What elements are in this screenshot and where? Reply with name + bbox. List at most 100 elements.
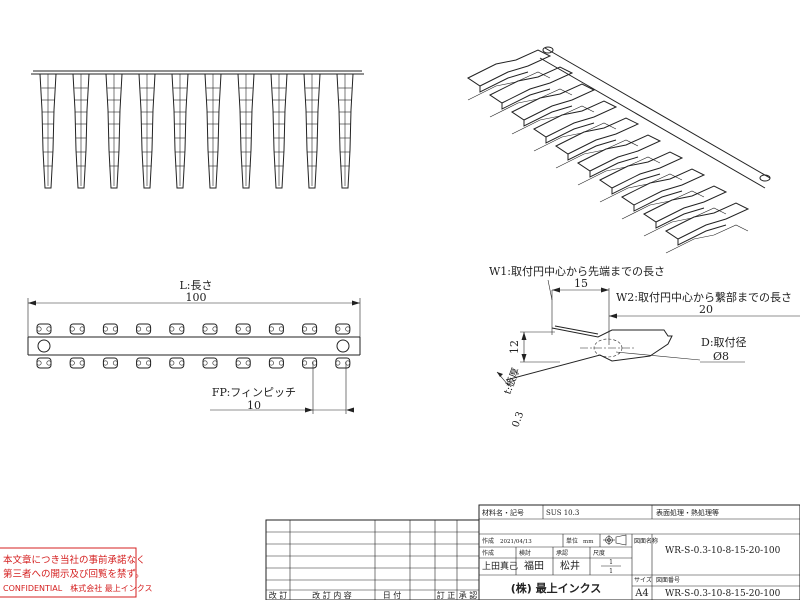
front-view-fin [270,73,288,189]
size-value: A4 [634,588,649,599]
projection-cone [615,534,627,546]
front-view-fin [303,73,321,189]
iso-fin [665,202,750,240]
dim-l-arrow-right [352,300,360,306]
plan-view-fin [69,323,85,335]
front-view-fin [237,73,255,189]
length-label: L:長さ [179,279,212,292]
confidential-border [0,547,137,598]
iso-fin [621,168,706,206]
plan-view-fin-knob [235,326,241,332]
plan-view-fin [335,323,351,335]
iso-fin-edge [633,190,683,212]
plan-view-fin [335,357,351,369]
plan-view-fin-knob [212,326,218,332]
t-label: t:板厚 [501,366,523,396]
material-label: 材料名・記号 [482,508,524,517]
plan-view-fin-knob [46,326,52,332]
plan-view-fin-knob [102,326,108,332]
unit-value: mm [583,539,594,545]
iso-mount-hole [542,46,554,54]
drawing-name-value: WR-S-0.3-10-8-15-20-100 [665,546,781,556]
confidential-line-1: 本文章につき当社の事前承諾なく [3,554,146,566]
iso-fin [467,49,552,87]
plan-view-fin-knob [268,326,274,332]
iso-fin [643,185,728,223]
surface-label: 表面処理・熱処理等 [656,508,719,517]
w1-leader [547,279,553,301]
dim-fp-arrow-right [346,407,354,413]
plan-view-fin-knob [302,360,308,366]
plan-view-fin-knob [278,360,284,366]
created-label: 作成 [482,537,494,545]
iso-spine-bottom [539,57,766,189]
dim-h-arrow-top [521,332,527,340]
plan-view-fin-knob [179,326,185,332]
plan-view-fin-knob [278,326,284,332]
length-value: 100 [186,291,207,304]
iso-fin [511,83,596,121]
iso-fin-lower [665,224,749,254]
projection-symbol [603,534,627,546]
diameter-value: Ø8 [713,350,729,363]
w2-label: W2:取付円中心から繋部までの長さ [616,290,792,304]
confidential-line-3: CONFIDENTIAL 株式会社 最上インクス [3,583,153,593]
dim-w2-arrow-left [609,313,617,319]
maker-label: 作成 [482,549,494,557]
dim-w1-arrow-left [552,287,560,293]
dim-t-arrow [497,372,503,377]
plan-view-fin-knob [302,326,308,332]
iso-fin-edge [523,105,573,127]
iso-fin-edge [567,139,617,161]
plan-view-fin-knob [69,326,75,332]
plan-view-fin-knob [235,360,241,366]
plan-view-fin-knob [46,360,52,366]
plan-view-fin-knob [335,326,341,332]
dim-w1-arrow-right [601,287,609,293]
front-view [31,70,364,189]
iso-fin-edge [655,207,705,229]
fin-profile-edge [554,325,599,335]
title-block: 材料名・記号 SUS 10.3 表面処理・熱処理等 作成 2021/04/13 … [478,504,800,600]
plan-view-fin-knob [169,326,175,332]
plan-view-fin-knob [179,360,185,366]
front-view-fin [138,73,156,189]
plan-view-fin-knob [102,360,108,366]
drawing-no-label: 図面番号 [656,577,680,584]
w2-value: 20 [699,303,713,316]
revision-header-rev: 改 訂 [269,590,288,600]
front-view-fin [336,73,354,189]
plan-view: L:長さ 100 FP:フィンピッチ 10 [27,279,361,414]
iso-fin-edge [677,224,727,246]
plan-view-fin-knob [202,360,208,366]
iso-fin [555,117,640,155]
revision-header-approval: 承 認 [459,590,478,600]
plan-view-fin [202,357,218,369]
plan-view-fin [235,323,251,335]
plan-view-fin-knob [245,326,251,332]
confidential-line-2: 第三者への開示及び回覧を禁ず。 [3,568,145,580]
plan-view-fin-knob [202,326,208,332]
plan-view-fin [302,357,318,369]
material-value: SUS 10.3 [546,509,579,517]
plan-view-fin-knob [146,360,152,366]
front-view-fin [105,73,123,189]
plan-view-fin [202,323,218,335]
iso-fin [533,100,618,138]
plan-view-fin [36,323,52,335]
plan-view-fin-knob [136,360,142,366]
dim-l-arrow-left [28,300,36,306]
fin-pitch-value: 10 [247,399,261,412]
front-view-fin [204,73,222,189]
plan-view-fin-knob [69,360,75,366]
plan-view-fin [169,357,185,369]
plan-view-fin-knob [345,326,351,332]
iso-spine-top [544,47,771,179]
approve-label: 承認 [556,549,568,557]
iso-fin-edge [611,173,661,195]
diameter-label: D:取付径 [701,336,747,349]
plan-view-fin-knob [36,360,42,366]
plan-view-fin [36,357,52,369]
plan-view-fin-knob [345,360,351,366]
